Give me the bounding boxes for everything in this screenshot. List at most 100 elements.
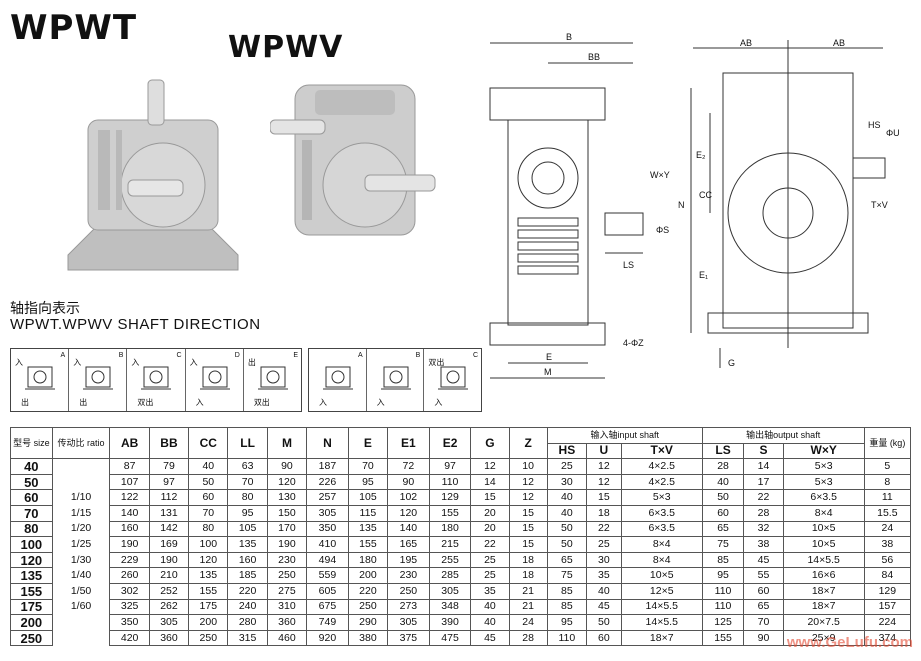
value-cell: 325 xyxy=(109,598,150,616)
direction-tag: D xyxy=(234,352,240,359)
value-cell: 11 xyxy=(863,489,912,506)
value-cell: 35 xyxy=(586,567,622,584)
value-cell: 120 xyxy=(188,551,229,569)
value-cell: 305 xyxy=(387,614,430,631)
value-cell: 220 xyxy=(347,582,389,600)
ratio-cell: 1/25 xyxy=(51,536,111,553)
ratio-cell: 1/50 xyxy=(51,583,111,600)
ratio-cell: 1/40 xyxy=(51,567,111,584)
value-cell: 185 xyxy=(227,567,268,584)
wpwt-photo xyxy=(38,75,248,275)
value-cell: 350 xyxy=(306,520,349,538)
direction-in-label: 出 xyxy=(247,358,256,367)
value-cell: 122 xyxy=(109,489,150,506)
ratio-cell: 1/10 xyxy=(51,489,111,506)
header-ls: LS xyxy=(701,442,745,460)
value-cell: 140 xyxy=(387,520,430,538)
spec-table: 型号 size 传动比 ratio AB BB CC LL M N E E1 E… xyxy=(10,426,912,647)
value-cell: 16×6 xyxy=(782,567,865,584)
value-cell: 135 xyxy=(347,520,389,538)
direction-tag: E xyxy=(293,352,299,359)
ratio-cell: 1/60 xyxy=(51,599,111,615)
value-cell: 38 xyxy=(743,536,784,553)
size-cell: 40 xyxy=(10,458,53,475)
ratio-cell xyxy=(51,630,111,646)
value-cell: 63 xyxy=(227,458,268,475)
dim-ab2: AB xyxy=(833,38,845,48)
direction-in-label: 入 xyxy=(131,358,140,367)
value-cell: 348 xyxy=(428,598,472,616)
value-cell: 90 xyxy=(266,458,308,475)
value-cell: 5×3 xyxy=(782,458,865,475)
value-cell: 155 xyxy=(188,582,229,600)
value-cell: 20 xyxy=(470,520,510,538)
value-cell: 85 xyxy=(546,582,588,600)
value-cell: 70 xyxy=(743,614,784,631)
value-cell: 112 xyxy=(148,489,190,506)
value-cell: 380 xyxy=(347,629,389,647)
value-cell: 120 xyxy=(387,504,430,522)
ratio-cell xyxy=(51,614,111,631)
size-cell: 120 xyxy=(10,551,53,569)
value-cell: 460 xyxy=(266,629,308,647)
value-cell: 360 xyxy=(148,629,190,647)
value-cell: 25 xyxy=(586,536,622,553)
value-cell: 255 xyxy=(428,551,472,569)
value-cell: 290 xyxy=(347,614,389,631)
value-cell: 12 xyxy=(470,458,510,475)
gearbox-icon xyxy=(438,366,469,390)
value-cell: 70 xyxy=(347,458,389,475)
value-cell: 250 xyxy=(347,598,389,616)
value-cell: 35 xyxy=(470,582,510,600)
value-cell: 40 xyxy=(701,473,745,491)
value-cell: 494 xyxy=(306,551,349,569)
header-ab: AB xyxy=(109,426,150,460)
value-cell: 142 xyxy=(148,520,190,538)
value-cell: 305 xyxy=(306,504,349,522)
value-cell: 95 xyxy=(227,504,268,522)
value-cell: 70 xyxy=(227,473,268,491)
gearbox-icon xyxy=(83,366,114,390)
value-cell: 15 xyxy=(586,489,622,506)
value-cell: 17 xyxy=(743,473,784,491)
value-cell: 18×7 xyxy=(782,598,865,616)
gearbox-icon xyxy=(380,366,411,390)
value-cell: 8×4 xyxy=(620,536,703,553)
value-cell: 60 xyxy=(743,582,784,600)
value-cell: 12×5 xyxy=(620,582,703,600)
value-cell: 4×2.5 xyxy=(620,458,703,475)
value-cell: 20×7.5 xyxy=(782,614,865,631)
value-cell: 275 xyxy=(266,582,308,600)
ratio-cell: 1/30 xyxy=(51,552,111,568)
dim-m: M xyxy=(544,367,552,377)
value-cell: 749 xyxy=(306,614,349,631)
value-cell: 24 xyxy=(508,614,548,631)
value-cell: 10×5 xyxy=(782,536,865,553)
value-cell: 10×5 xyxy=(782,520,865,538)
value-cell: 375 xyxy=(387,629,430,647)
value-cell: 60 xyxy=(188,489,229,506)
dim-bb: BB xyxy=(588,52,600,62)
value-cell: 24 xyxy=(863,520,912,538)
value-cell: 559 xyxy=(306,567,349,584)
value-cell: 30 xyxy=(586,551,622,569)
value-cell: 605 xyxy=(306,582,349,600)
value-cell: 18×7 xyxy=(620,629,703,647)
value-cell: 350 xyxy=(109,614,150,631)
size-cell: 175 xyxy=(10,598,53,616)
value-cell: 155 xyxy=(428,504,472,522)
value-cell: 6×3.5 xyxy=(620,504,703,522)
value-cell: 22 xyxy=(470,536,510,553)
value-cell: 230 xyxy=(387,567,430,584)
value-cell: 155 xyxy=(347,536,389,553)
value-cell: 15.5 xyxy=(863,504,912,522)
